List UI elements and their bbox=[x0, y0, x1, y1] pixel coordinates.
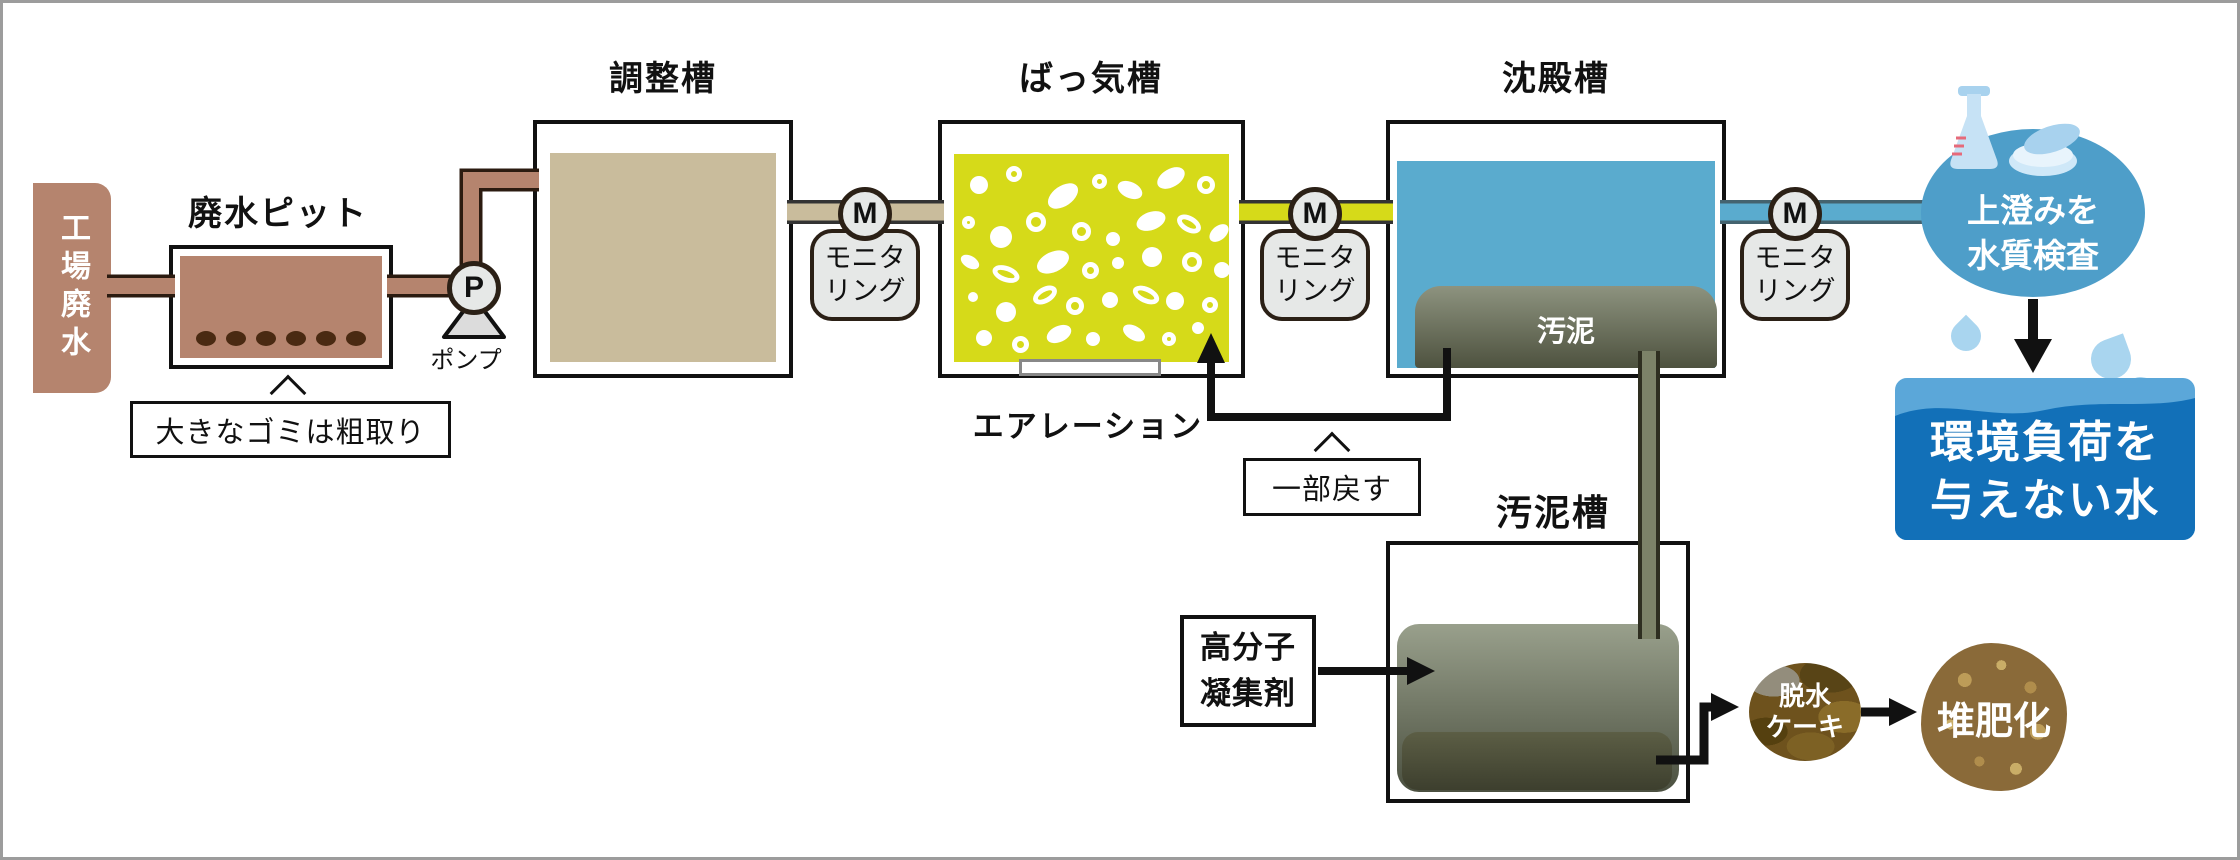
air-bubble bbox=[970, 176, 988, 194]
settled-sludge: 汚泥 bbox=[1415, 286, 1717, 368]
air-diffuser bbox=[1019, 359, 1161, 376]
air-bubble bbox=[1202, 297, 1218, 313]
water-wave bbox=[1895, 398, 2195, 540]
compost-blob: 堆肥化 bbox=[1921, 643, 2067, 791]
clean-water-text: 環境負荷を 与えない水 bbox=[1930, 418, 2160, 525]
aeration-tank-title: ばっ気槽 bbox=[1019, 60, 1163, 98]
inspection-text-line2: 水質検査 bbox=[1967, 237, 2099, 274]
return-note: 一部戻す bbox=[1243, 458, 1421, 516]
monitoring-box-2: モニタ リング bbox=[1260, 229, 1370, 321]
sedimentation-tank: 汚泥 bbox=[1386, 120, 1726, 378]
compost-arrow bbox=[1861, 698, 1917, 726]
air-bubble bbox=[996, 302, 1016, 322]
factory-wastewater-box: 工場廃水 bbox=[33, 183, 111, 393]
discharge-arrow bbox=[2014, 299, 2052, 373]
air-bubble bbox=[1182, 252, 1202, 272]
air-bubble bbox=[1066, 297, 1084, 315]
petri-dish-icon bbox=[2009, 123, 2080, 176]
air-bubble bbox=[1166, 292, 1184, 310]
air-bubble bbox=[1142, 247, 1162, 267]
monitoring-box-3: モニタ リング bbox=[1740, 229, 1850, 321]
aeration-tank bbox=[938, 120, 1245, 378]
flask-icon bbox=[1950, 86, 1998, 169]
air-bubble bbox=[1012, 336, 1029, 353]
return-arrowhead bbox=[1197, 333, 1225, 363]
air-bubble bbox=[1006, 166, 1022, 182]
cake-label: 脱水 ケーキ bbox=[1765, 681, 1844, 742]
sludge-label: 汚泥 bbox=[1536, 316, 1595, 348]
air-bubble bbox=[1026, 212, 1046, 232]
pump-symbol: P bbox=[447, 261, 501, 315]
debris-dot bbox=[256, 331, 276, 346]
dewatered-cake-blob: 脱水 ケーキ bbox=[1749, 663, 1861, 761]
air-bubble bbox=[962, 216, 975, 229]
air-bubble bbox=[1092, 174, 1107, 189]
air-bubble bbox=[990, 226, 1012, 248]
air-bubble bbox=[1162, 332, 1176, 346]
air-bubble bbox=[1086, 332, 1100, 346]
inspection-text-line1: 上澄みを bbox=[1967, 192, 2099, 229]
debris-dot bbox=[196, 331, 216, 346]
debris-dot bbox=[316, 331, 336, 346]
monitor-symbol-3: M bbox=[1768, 187, 1822, 241]
pit-debris-dots bbox=[196, 331, 366, 346]
aeration-label: エアレーション bbox=[972, 409, 1204, 444]
cake-exit-arrow bbox=[1656, 693, 1739, 765]
coagulant-box: 高分子 凝集剤 bbox=[1180, 615, 1316, 727]
adjustment-tank-fill bbox=[550, 153, 776, 362]
monitor-symbol-2: M bbox=[1288, 187, 1342, 241]
monitor-symbol-1: M bbox=[838, 187, 892, 241]
pump-label: ポンプ bbox=[430, 347, 502, 374]
aeration-tank-fill bbox=[954, 154, 1229, 362]
thickened-sludge-band bbox=[1402, 732, 1672, 790]
air-bubble bbox=[968, 292, 978, 302]
air-bubble bbox=[1072, 222, 1091, 241]
factory-wastewater-label: 工場廃水 bbox=[56, 212, 89, 364]
monitoring-box-1: モニタ リング bbox=[810, 229, 920, 321]
coagulant-arrow bbox=[1318, 657, 1435, 685]
pit-note: 大きなゴミは粗取り bbox=[130, 401, 451, 458]
sludge-return-line bbox=[1197, 333, 1451, 421]
pump-base bbox=[442, 295, 506, 339]
debris-dot bbox=[226, 331, 246, 346]
air-bubble bbox=[1102, 292, 1118, 308]
air-bubble bbox=[976, 330, 992, 346]
bubble-layer bbox=[954, 154, 1229, 362]
debris-dot bbox=[346, 331, 366, 346]
air-bubble bbox=[1106, 232, 1120, 246]
sedimentation-water-fill: 汚泥 bbox=[1397, 161, 1717, 368]
pit-title: 廃水ピット bbox=[188, 195, 368, 233]
air-bubble bbox=[1197, 176, 1215, 194]
air-bubble bbox=[1214, 262, 1229, 278]
pit-note-text: 大きなゴミは粗取り bbox=[155, 416, 426, 449]
compost-label: 堆肥化 bbox=[1936, 700, 2051, 743]
sludge-tank-title: 汚泥槽 bbox=[1495, 492, 1610, 533]
sedimentation-tank-title: 沈殿槽 bbox=[1502, 60, 1610, 98]
debris-dot bbox=[286, 331, 306, 346]
adjustment-tank bbox=[533, 120, 793, 378]
air-bubble bbox=[1112, 257, 1124, 269]
pit-water-fill bbox=[180, 256, 382, 358]
air-bubble bbox=[1082, 262, 1099, 279]
air-bubble bbox=[1192, 322, 1204, 334]
clean-water-box: 環境負荷を 与えない水 bbox=[1895, 378, 2195, 540]
adjustment-tank-title: 調整槽 bbox=[609, 60, 717, 98]
wastewater-pit-tank bbox=[169, 245, 393, 369]
return-note-text: 一部戻す bbox=[1271, 474, 1392, 506]
lab-icons bbox=[1950, 86, 2080, 176]
